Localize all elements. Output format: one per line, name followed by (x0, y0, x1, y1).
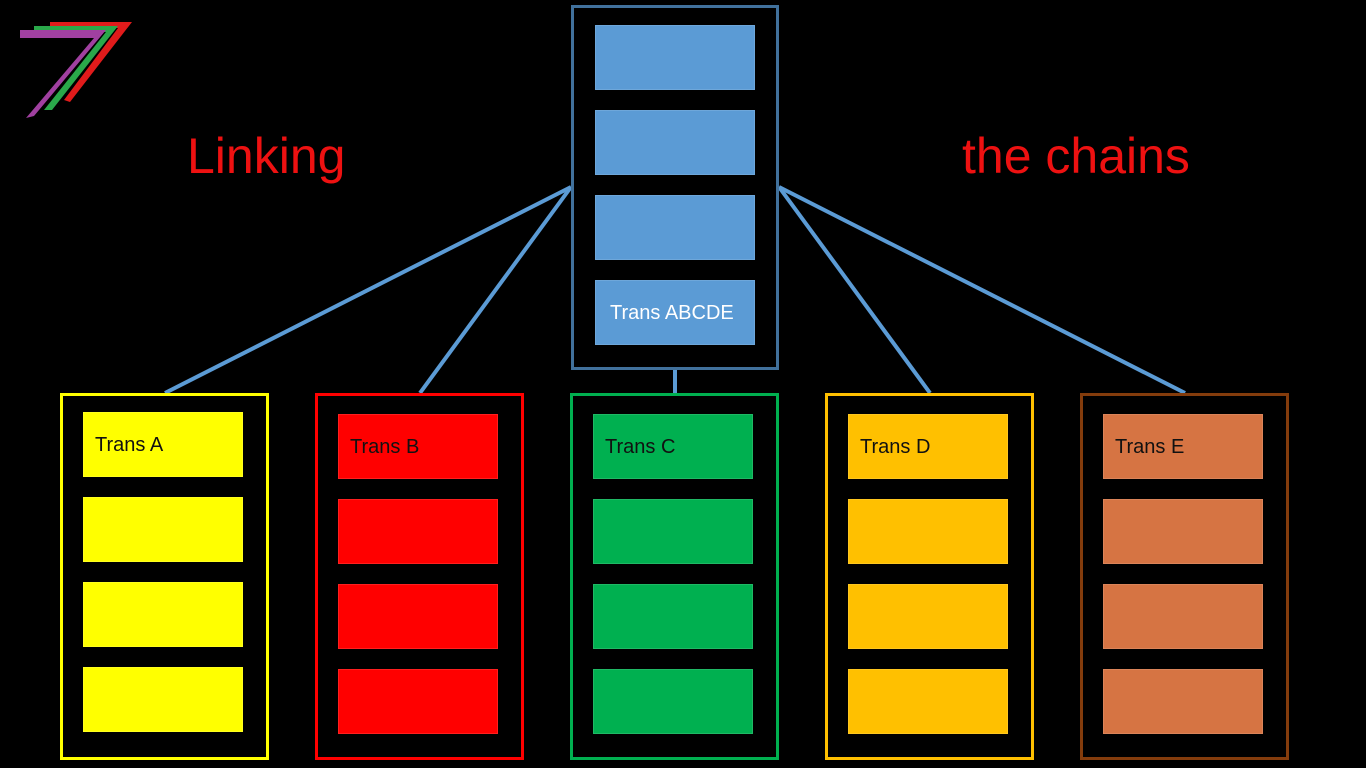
chain-e-block-1: Trans E (1103, 414, 1263, 479)
combined-block-3 (595, 195, 755, 260)
chain-c-block-2 (593, 499, 753, 564)
chain-a-block-4 (83, 667, 243, 732)
combined-block-2 (595, 110, 755, 175)
chain-b-block-4 (338, 669, 498, 734)
chain-column-trans-e: Trans E (1080, 393, 1289, 760)
chain-a-block-3 (83, 582, 243, 647)
logo-stripe-red (50, 22, 132, 102)
chain-c-block-1: Trans C (593, 414, 753, 479)
heading-linking: Linking (187, 128, 346, 184)
chain-column-trans-a: Trans A (60, 393, 269, 760)
chain-a-block-2 (83, 497, 243, 562)
chain-e-block-2 (1103, 499, 1263, 564)
chain-c-block-3 (593, 584, 753, 649)
logo-stripe-purple (20, 30, 106, 118)
connector-to-trans-d (777, 185, 932, 395)
chain-d-block-1: Trans D (848, 414, 1008, 479)
combined-block-1 (595, 25, 755, 90)
chain-d-block-4 (848, 669, 1008, 734)
chain-b-block-3 (338, 584, 498, 649)
chain-column-trans-b: Trans B (315, 393, 524, 760)
chain-column-trans-c: Trans C (570, 393, 779, 760)
chain-d-block-2 (848, 499, 1008, 564)
chain-a-block-1: Trans A (83, 412, 243, 477)
combined-block-trans-abcde: Trans ABCDE (595, 280, 755, 345)
connector-to-trans-b (418, 185, 573, 395)
chain-b-block-1: Trans B (338, 414, 498, 479)
chain-b-block-2 (338, 499, 498, 564)
connector-to-trans-e (778, 185, 1186, 395)
combined-chain-column: Trans ABCDE (571, 5, 779, 370)
chain-column-trans-d: Trans D (825, 393, 1034, 760)
chain-c-block-4 (593, 669, 753, 734)
logo-icon (20, 22, 132, 118)
chain-e-block-3 (1103, 584, 1263, 649)
connector-to-trans-a (164, 185, 572, 395)
heading-the-chains: the chains (962, 128, 1190, 184)
logo-stripe-green (34, 26, 118, 110)
chain-e-block-4 (1103, 669, 1263, 734)
chain-d-block-3 (848, 584, 1008, 649)
